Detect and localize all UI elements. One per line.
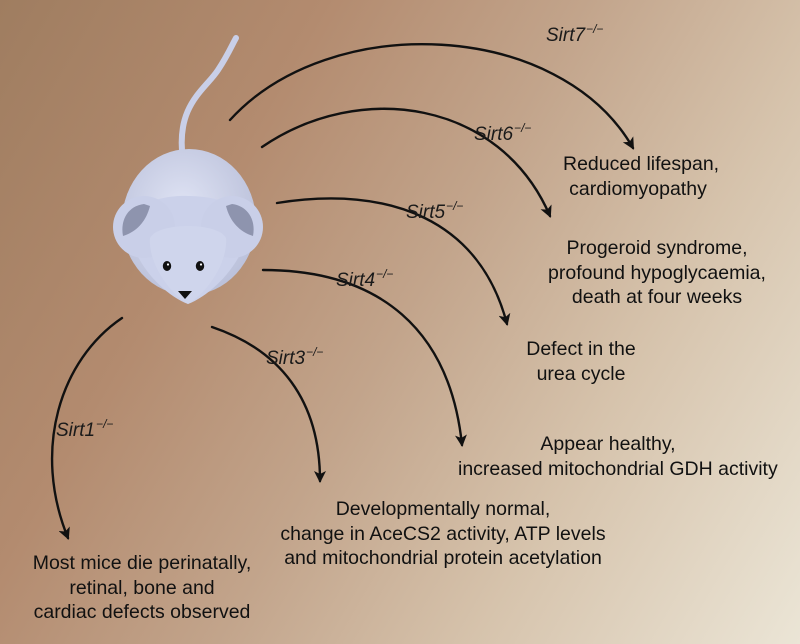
gene-label-sirt7: Sirt7−/− — [546, 22, 604, 46]
phenotype-line: and mitochondrial protein acetylation — [284, 547, 602, 569]
phenotype-line: cardiomyopathy — [569, 177, 707, 200]
phenotype-line: Developmentally normal, — [335, 498, 551, 520]
phenotype-sirt3: Developmentally normal, change in AceCS2… — [268, 497, 618, 571]
phenotype-line: cardiac defects observed — [33, 601, 251, 623]
gene-label-sirt6: Sirt6−/− — [474, 121, 532, 145]
mouse-nose — [178, 291, 192, 299]
arrow-sirt5 — [275, 197, 511, 326]
arrow-sirt6 — [260, 107, 552, 218]
phenotype-line: Progeroid syndrome, — [566, 237, 748, 259]
phenotype-sirt7: Reduced lifespan, cardiomyopathy — [563, 152, 720, 201]
phenotype-sirt1: Most mice die perinatally, retinal, bone… — [14, 551, 270, 625]
mouse-right-eye — [195, 261, 205, 271]
phenotype-line: urea cycle — [536, 362, 626, 385]
phenotype-sirt5: Defect in the urea cycle — [508, 337, 654, 386]
phenotype-line: Defect in the — [526, 338, 636, 360]
arrow-sirt3 — [210, 325, 326, 483]
phenotype-line: increased mitochondrial GDH activity — [458, 457, 778, 480]
phenotype-line: Most mice die perinatally, — [32, 552, 252, 574]
phenotype-line: Reduced lifespan, — [563, 153, 720, 175]
phenotype-line: change in AceCS2 activity, ATP levels — [280, 522, 606, 545]
phenotype-sirt4: Appear healthy, increased mitochondrial … — [458, 432, 778, 481]
gene-label-sirt5: Sirt5−/− — [406, 199, 464, 223]
phenotype-line: retinal, bone and — [69, 576, 215, 599]
phenotype-line: death at four weeks — [571, 286, 743, 308]
phenotype-line: Appear healthy, — [540, 433, 676, 455]
phenotype-sirt6: Progeroid syndrome, profound hypoglycaem… — [547, 236, 767, 310]
arrow-sirt4 — [261, 268, 467, 447]
mouse-left-eye — [162, 261, 172, 271]
gene-label-sirt1: Sirt1−/− — [56, 417, 114, 441]
arrow-sirt1 — [50, 316, 124, 540]
gene-label-sirt4: Sirt4−/− — [336, 267, 394, 291]
arrow-sirt7 — [228, 43, 635, 150]
mouse-tail — [178, 35, 239, 163]
gene-label-sirt3: Sirt3−/− — [266, 345, 324, 369]
phenotype-line: profound hypoglycaemia, — [548, 261, 766, 284]
